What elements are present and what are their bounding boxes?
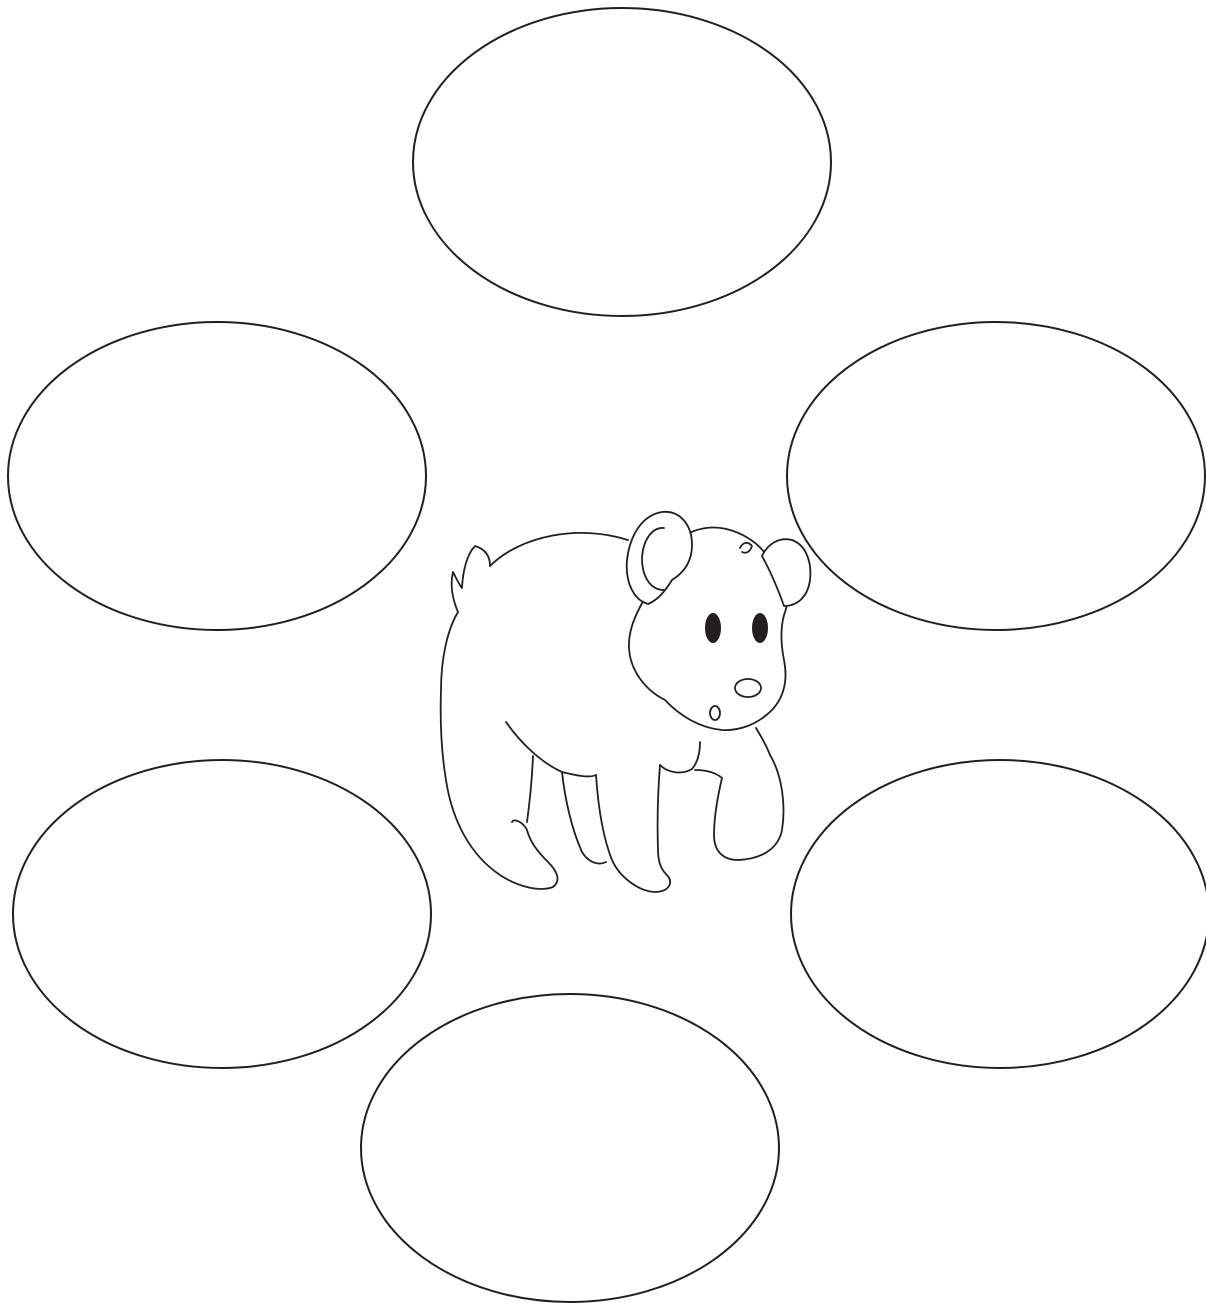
bear-front-leg-right <box>695 728 784 860</box>
bear-mouth <box>710 706 720 720</box>
bubble-lower-right[interactable] <box>791 760 1206 1068</box>
bubble-top[interactable] <box>413 8 831 316</box>
bear-body <box>441 533 628 889</box>
bear-eye-left <box>705 613 721 643</box>
bear-icon <box>441 512 811 892</box>
bear-front-leg-left <box>596 765 670 892</box>
bubble-bottom[interactable] <box>361 994 779 1302</box>
bear-nose <box>735 679 761 697</box>
bear-belly <box>562 742 700 776</box>
bubble-upper-left[interactable] <box>8 322 426 630</box>
bear-back-leg <box>506 722 606 864</box>
bubble-upper-right[interactable] <box>787 322 1205 630</box>
bubble-lower-left[interactable] <box>13 760 431 1068</box>
bear-eye-right <box>752 613 768 643</box>
bear-tail <box>452 546 490 612</box>
